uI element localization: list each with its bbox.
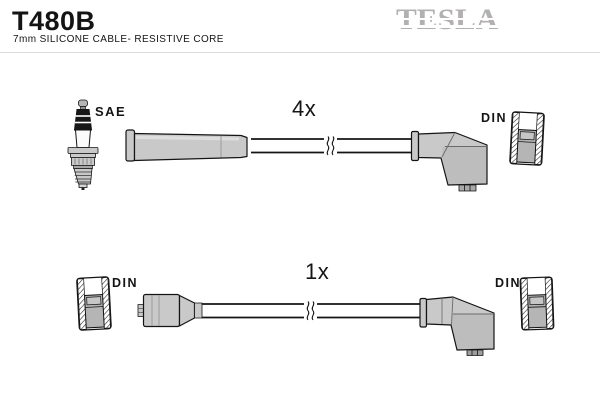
cable-break-icon bbox=[304, 301, 317, 321]
din-label-bottom-left: DIN bbox=[112, 276, 139, 290]
part-number: T480B bbox=[12, 6, 96, 36]
angled-boot-icon-bottom bbox=[419, 296, 495, 356]
angled-boot-icon-top bbox=[410, 130, 488, 192]
cable-top bbox=[251, 136, 413, 156]
din-terminal-icon-bottom-right bbox=[519, 276, 555, 331]
din-terminal-icon-top-right bbox=[509, 111, 545, 166]
din-terminal-icon-bottom-left bbox=[76, 276, 112, 331]
spark-plug-icon bbox=[67, 99, 99, 190]
cable-bottom bbox=[202, 301, 423, 321]
quantity-label-bottom: 1x bbox=[305, 259, 330, 284]
header-divider bbox=[0, 52, 600, 53]
din-label-top-right: DIN bbox=[481, 111, 508, 125]
brand-logo: TESLA bbox=[394, 3, 506, 37]
subtitle: 7mm SILICONE CABLE- RESISTIVE CORE bbox=[13, 34, 224, 45]
brand-stripe bbox=[394, 25, 506, 28]
brand-name: TESLA bbox=[396, 3, 499, 36]
brand-stripe bbox=[394, 18, 506, 20]
cable-break-icon bbox=[324, 136, 337, 156]
sae-label: SAE bbox=[95, 104, 127, 119]
quantity-label-top: 4x bbox=[292, 96, 317, 121]
straight-boot-icon bbox=[125, 129, 248, 162]
tapered-boot-icon bbox=[137, 293, 203, 328]
din-label-bottom-right: DIN bbox=[495, 276, 522, 290]
